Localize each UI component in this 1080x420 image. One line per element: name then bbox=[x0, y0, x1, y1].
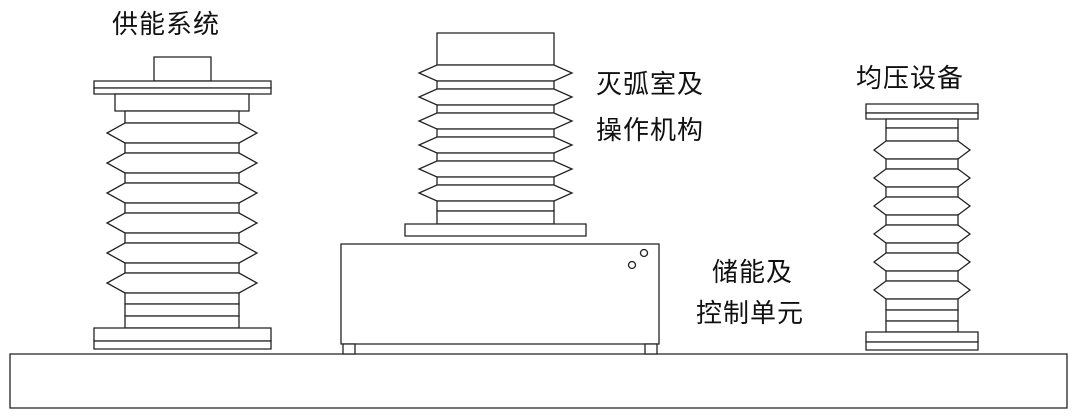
insulator-shed bbox=[107, 123, 257, 143]
insulator-ring bbox=[886, 299, 958, 310]
insulator-shed bbox=[874, 141, 970, 159]
insulator-ring bbox=[437, 105, 554, 113]
bottom-flange-upper bbox=[94, 328, 271, 341]
insulator-shed bbox=[419, 161, 572, 177]
insulator-ring bbox=[437, 177, 554, 185]
storage-control-cabinet bbox=[341, 244, 659, 354]
insulator-shed bbox=[419, 113, 572, 129]
insulator-shed bbox=[874, 169, 970, 187]
insulator-ring bbox=[437, 153, 554, 161]
insulator-ring bbox=[437, 201, 554, 211]
insulator-ring bbox=[125, 233, 239, 243]
interrupter-column bbox=[405, 33, 586, 236]
insulator-shed bbox=[107, 243, 257, 263]
insulator-ring bbox=[125, 143, 239, 153]
insulator-ring bbox=[437, 211, 554, 224]
insulator-shed bbox=[419, 65, 572, 81]
insulator-shed bbox=[107, 213, 257, 233]
storage-label-line2: 控制单元 bbox=[696, 299, 805, 329]
top-flange-upper bbox=[94, 81, 271, 88]
interrupter-label-line1: 灭弧室及 bbox=[596, 70, 705, 100]
insulator-ring bbox=[437, 81, 554, 89]
base-platform bbox=[10, 354, 1067, 408]
cabinet-foot-right bbox=[645, 344, 657, 354]
insulator-ring bbox=[886, 243, 958, 253]
insulator-ring bbox=[886, 215, 958, 225]
insulator-shed bbox=[874, 197, 970, 215]
voltage-grading-label: 均压设备 bbox=[856, 64, 965, 94]
top-ring bbox=[125, 111, 239, 123]
bottom-ring bbox=[886, 321, 958, 332]
insulator-shed bbox=[419, 137, 572, 153]
grading-column bbox=[866, 104, 978, 350]
bottom-flange-lower bbox=[94, 341, 271, 349]
insulator-ring bbox=[125, 304, 239, 316]
insulator-shed bbox=[107, 183, 257, 203]
insulator-ring bbox=[125, 173, 239, 183]
insulator-shed bbox=[874, 225, 970, 243]
indicator-light bbox=[629, 262, 636, 269]
insulator-ring bbox=[886, 271, 958, 281]
cabinet-body bbox=[341, 244, 659, 344]
insulator-ring bbox=[886, 159, 958, 169]
insulator-ring bbox=[125, 263, 239, 273]
insulator-shed bbox=[107, 273, 257, 293]
top-flange-lower bbox=[866, 113, 978, 119]
top-cap-block bbox=[437, 33, 554, 65]
bottom-flange-upper bbox=[866, 332, 978, 342]
top-flange-lower bbox=[94, 88, 271, 94]
indicator-light bbox=[641, 250, 648, 257]
bottom-flange bbox=[405, 224, 586, 236]
top-flange bbox=[866, 104, 978, 113]
top-ring bbox=[886, 119, 958, 128]
power-supply-label: 供能系统 bbox=[112, 10, 221, 40]
top-cap-block bbox=[154, 57, 211, 81]
insulator-shed bbox=[419, 89, 572, 105]
insulator-ring bbox=[125, 203, 239, 213]
insulator-ring bbox=[886, 310, 958, 321]
insulator-ring bbox=[125, 293, 239, 304]
insulator-ring bbox=[886, 187, 958, 197]
top-neck bbox=[115, 94, 249, 111]
insulator-shed bbox=[874, 253, 970, 271]
cabinet-foot-left bbox=[343, 344, 355, 354]
bottom-flange-lower bbox=[866, 342, 978, 350]
insulator-shed bbox=[874, 281, 970, 299]
insulator-ring bbox=[886, 128, 958, 141]
insulator-shed bbox=[107, 153, 257, 173]
bottom-ring bbox=[125, 316, 239, 328]
power-supply-column bbox=[94, 57, 271, 349]
insulator-shed bbox=[419, 185, 572, 201]
storage-label-line1: 储能及 bbox=[712, 258, 794, 288]
insulator-ring bbox=[437, 129, 554, 137]
interrupter-label-line2: 操作机构 bbox=[596, 116, 705, 146]
